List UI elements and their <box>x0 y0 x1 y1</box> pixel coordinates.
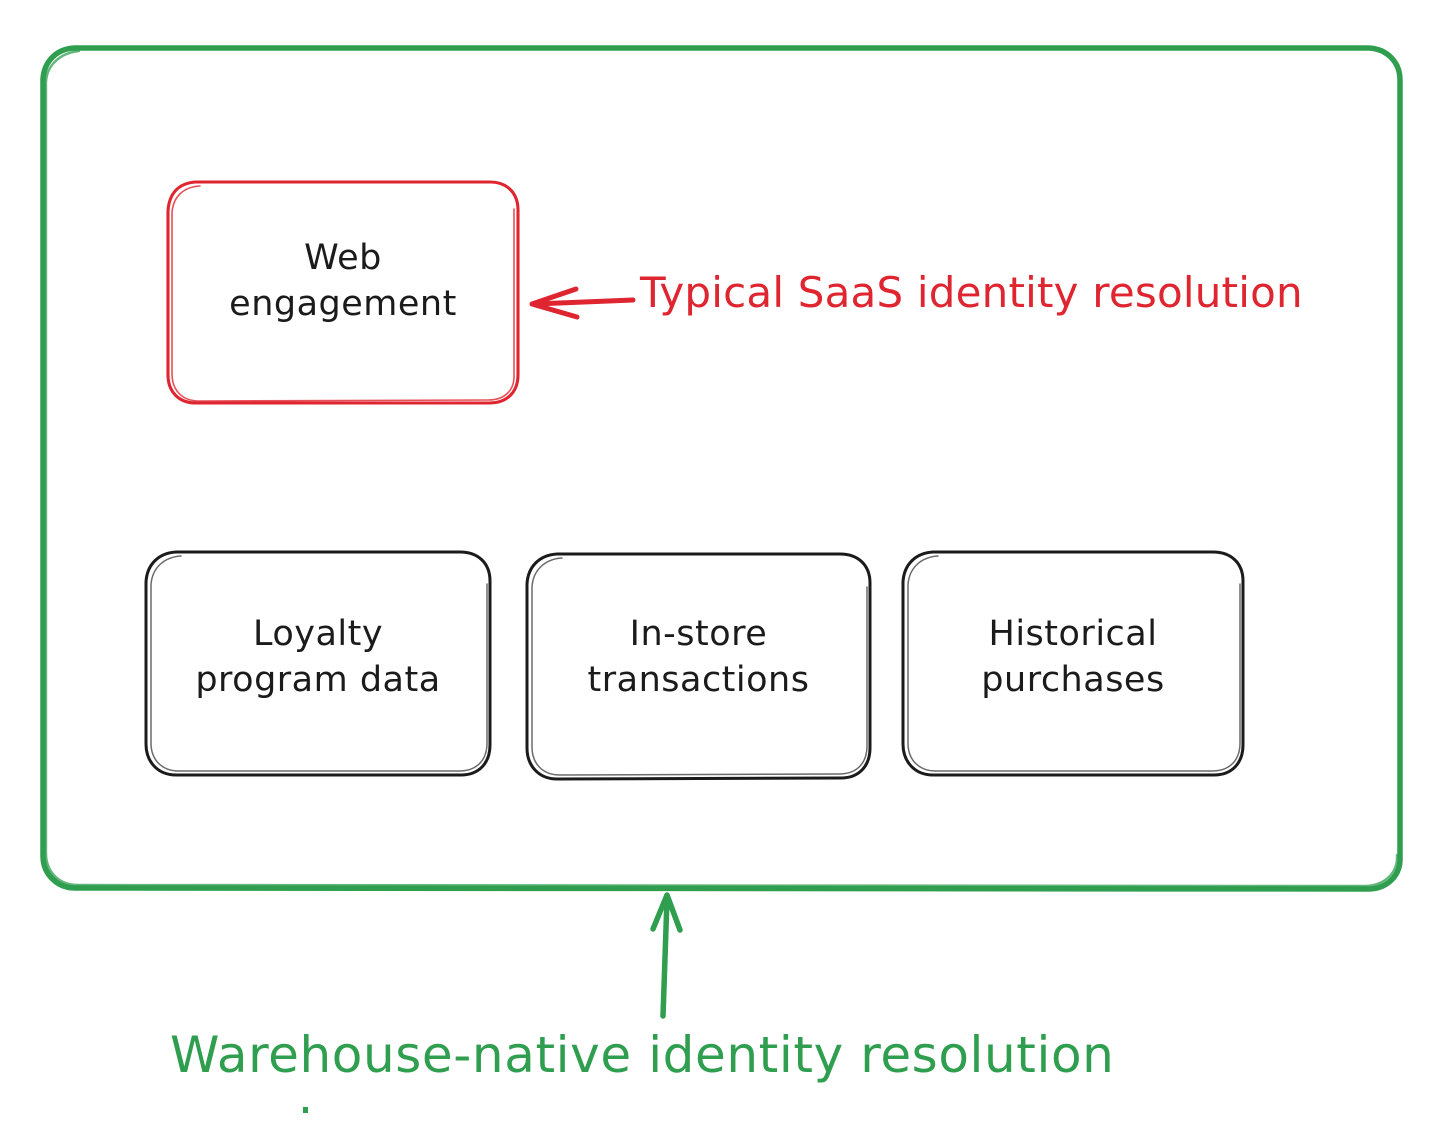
node-label-web-engagement: Web engagement <box>229 238 457 324</box>
node-label-in-store-transactions: In-store transactions <box>587 614 810 700</box>
saas-identity-resolution-callout: Typical SaaS identity resolution <box>640 268 1303 317</box>
node-label-loyalty-program-data: Loyalty program data <box>195 614 441 700</box>
saas-callout-arrow <box>529 286 636 320</box>
warehouse-callout-arrow <box>650 892 683 1019</box>
ink-speck <box>303 1107 308 1113</box>
node-label-historical-purchases: Historical purchases <box>981 614 1165 700</box>
warehouse-native-boundary <box>40 45 1403 892</box>
warehouse-native-identity-resolution-callout: Warehouse-native identity resolution <box>170 1026 1115 1084</box>
